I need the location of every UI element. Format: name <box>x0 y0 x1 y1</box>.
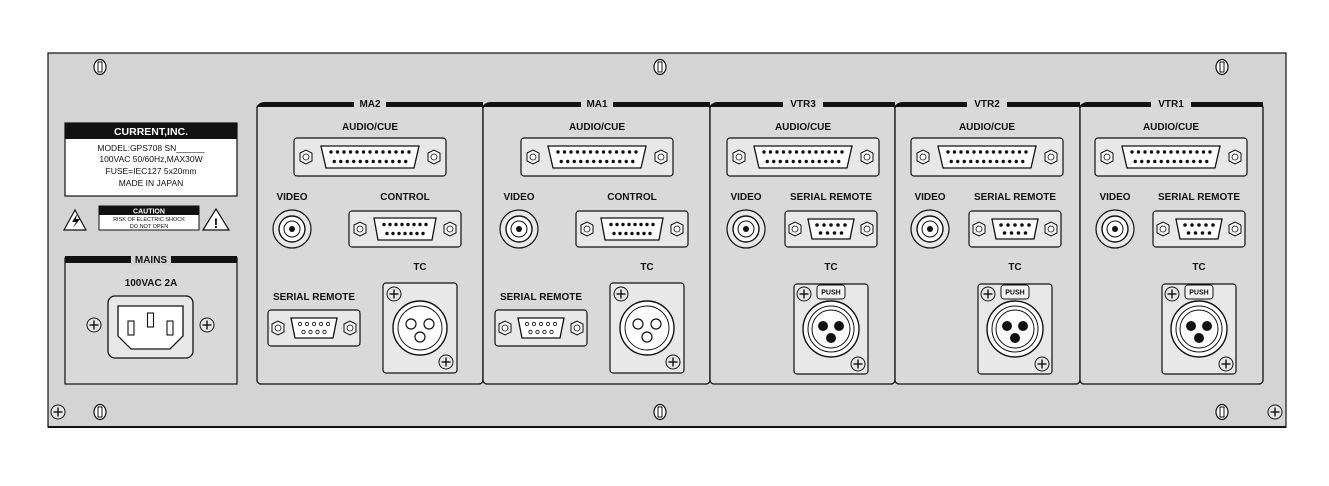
mains-rating: 100VAC 2A <box>125 278 178 289</box>
module-vtr2-title: VTR2 <box>974 99 1000 110</box>
vtr2-push-label: PUSH <box>1005 290 1024 297</box>
ma2-control-label: CONTROL <box>380 192 429 203</box>
caution-line1: RISK OF ELECTRIC SHOCK <box>113 217 185 223</box>
ma1-serial-remote-label: SERIAL REMOTE <box>500 292 582 303</box>
vtr1-audio-cue-label: AUDIO/CUE <box>1143 122 1199 133</box>
ma2-serial-remote-label: SERIAL REMOTE <box>273 292 355 303</box>
ma2-serial-remote-connector[interactable] <box>268 310 360 346</box>
module-vtr3-title: VTR3 <box>790 99 816 110</box>
rack-slot-bottom-center <box>653 403 667 421</box>
nameplate-model: MODEL:GPS708 SN______ <box>97 143 205 153</box>
iec-power-inlet[interactable] <box>107 295 194 359</box>
ma1-audio-cue-label: AUDIO/CUE <box>569 122 625 133</box>
ma1-audio-cue-connector[interactable] <box>521 138 673 176</box>
nameplate-power-spec: 100VAC 50/60Hz,MAX30W <box>99 154 202 164</box>
ma2-control-connector[interactable] <box>349 211 461 247</box>
mains-screw-left <box>86 317 102 333</box>
vtr1-push-label: PUSH <box>1189 290 1208 297</box>
ma1-serial-remote-connector[interactable] <box>495 310 587 346</box>
vtr2-serial-remote-label: SERIAL REMOTE <box>974 192 1056 203</box>
mains-title: MAINS <box>135 255 168 266</box>
vtr2-video-connector[interactable] <box>910 209 950 249</box>
vtr3-tc-label: TC <box>824 262 837 273</box>
nameplate-origin: MADE IN JAPAN <box>119 178 184 188</box>
module-vtr1-title: VTR1 <box>1158 99 1184 110</box>
vtr1-audio-cue-connector[interactable] <box>1095 138 1247 176</box>
vtr2-tc-label: TC <box>1008 262 1021 273</box>
module-vtr3: VTR3 AUDIO/CUE VIDEO SERIAL REMOTE TC PU… <box>709 98 896 385</box>
vtr2-tc-connector[interactable] <box>978 284 1052 374</box>
ma2-tc-label: TC <box>413 262 426 273</box>
ma1-control-label: CONTROL <box>607 192 656 203</box>
caution-title: CAUTION <box>133 209 165 216</box>
vtr3-audio-cue-connector[interactable] <box>727 138 879 176</box>
mains-screw-right <box>199 317 215 333</box>
rack-slot-bottom-left <box>93 403 107 421</box>
vtr2-video-label: VIDEO <box>914 192 945 203</box>
vtr1-tc-connector[interactable] <box>1162 284 1236 374</box>
rack-slot-bottom-right <box>1215 403 1229 421</box>
ma2-audio-cue-connector[interactable] <box>294 138 446 176</box>
ma1-video-label: VIDEO <box>503 192 534 203</box>
rack-slot-top-left <box>93 58 107 76</box>
warning-exclamation: ! <box>214 215 219 231</box>
module-ma1-title: MA1 <box>586 99 608 110</box>
vtr3-video-label: VIDEO <box>730 192 761 203</box>
ma2-video-connector[interactable] <box>272 209 312 249</box>
vtr1-serial-remote-connector[interactable] <box>1153 211 1245 247</box>
ma1-control-connector[interactable] <box>576 211 688 247</box>
vtr3-audio-cue-label: AUDIO/CUE <box>775 122 831 133</box>
vtr1-video-label: VIDEO <box>1099 192 1130 203</box>
ma2-video-label: VIDEO <box>276 192 307 203</box>
vtr3-serial-remote-label: SERIAL REMOTE <box>790 192 872 203</box>
ma1-video-connector[interactable] <box>499 209 539 249</box>
module-ma1: MA1 AUDIO/CUE VIDEO CONTROL SERIAL REMOT… <box>482 98 711 385</box>
rack-slot-top-center <box>653 58 667 76</box>
vtr1-serial-remote-label: SERIAL REMOTE <box>1158 192 1240 203</box>
vtr2-audio-cue-label: AUDIO/CUE <box>959 122 1015 133</box>
ma2-audio-cue-label: AUDIO/CUE <box>342 122 398 133</box>
vtr3-video-connector[interactable] <box>726 209 766 249</box>
ma1-tc-connector[interactable] <box>610 283 684 373</box>
mains-section: MAINS 100VAC 2A <box>64 253 238 385</box>
caution-label: CAUTION RISK OF ELECTRIC SHOCK DO NOT OP… <box>62 205 231 231</box>
vtr3-tc-connector[interactable] <box>794 284 868 374</box>
panel-screw-bottom-right <box>1267 404 1283 420</box>
module-vtr1: VTR1 AUDIO/CUE VIDEO SERIAL REMOTE TC PU… <box>1079 98 1264 385</box>
nameplate: CURRENT,INC. MODEL:GPS708 SN______ 100VA… <box>64 122 238 197</box>
nameplate-fuse: FUSE=IEC127 5x20mm <box>106 166 197 176</box>
caution-line2: DO NOT OPEN <box>130 224 168 230</box>
vtr3-serial-remote-connector[interactable] <box>785 211 877 247</box>
vtr3-push-label: PUSH <box>821 290 840 297</box>
module-vtr2: VTR2 AUDIO/CUE VIDEO SERIAL REMOTE TC PU… <box>894 98 1081 385</box>
warning-icon <box>201 207 231 231</box>
vtr1-video-connector[interactable] <box>1095 209 1135 249</box>
ma1-tc-label: TC <box>640 262 653 273</box>
module-ma2-title: MA2 <box>359 99 381 110</box>
module-ma2: MA2 AUDIO/CUE VIDEO CONTROL SERIAL REMOT… <box>256 98 484 385</box>
nameplate-company: CURRENT,INC. <box>114 126 188 138</box>
rack-slot-top-right <box>1215 58 1229 76</box>
vtr2-serial-remote-connector[interactable] <box>969 211 1061 247</box>
ma2-tc-connector[interactable] <box>383 283 457 373</box>
vtr2-audio-cue-connector[interactable] <box>911 138 1063 176</box>
panel-screw-bottom-left <box>50 404 66 420</box>
vtr1-tc-label: TC <box>1192 262 1205 273</box>
